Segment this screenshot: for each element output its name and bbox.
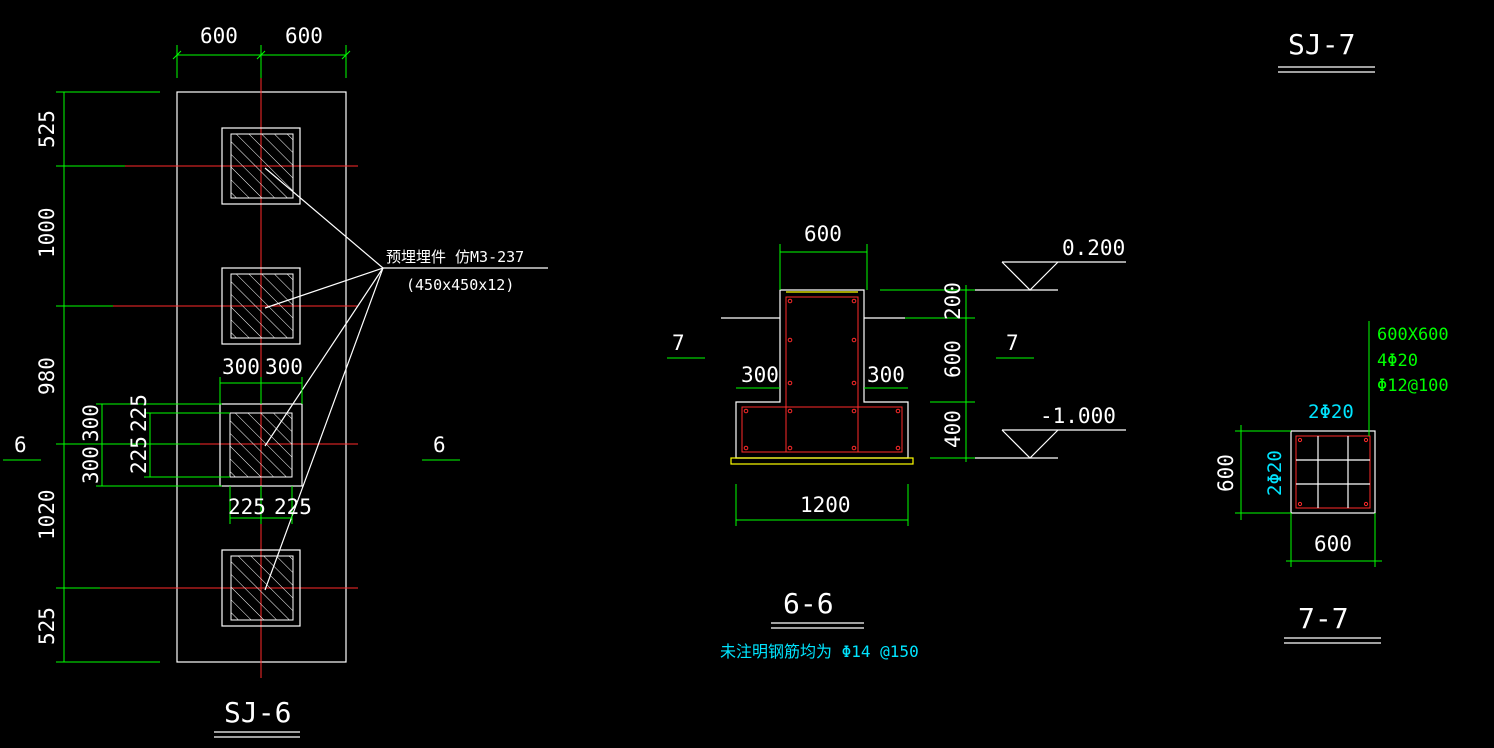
section-6-left-label: 6: [14, 433, 27, 457]
plate-callout-leaders: [264, 167, 548, 591]
section-7-left-label: 7: [672, 331, 685, 355]
embedded-plate: [219, 403, 303, 487]
sj6-dim-plate-top-right: 300: [265, 355, 303, 379]
sj7-title: SJ-7: [1288, 28, 1355, 61]
sj6-inner-dimension-chain: [96, 403, 230, 487]
sj6-dim-inner-4: 225: [127, 436, 151, 474]
column-stirrups-label: Φ12@100: [1377, 376, 1449, 396]
column-size-label: 600X600: [1377, 325, 1449, 345]
sj6-dim-plate-top-left: 300: [222, 355, 260, 379]
sj6-dim-top-right: 600: [285, 24, 323, 48]
elevation-mark-bottom: [975, 429, 1126, 459]
sj6-dim-inner-1: 300: [79, 404, 103, 442]
column-dim-bottom: 600: [1314, 532, 1352, 556]
lean-concrete-layer: [730, 457, 914, 465]
sj6-plan: 预埋埋件 仿M3-237 (450x450x12) 600 600 525 10…: [3, 24, 548, 738]
section-6-6-title: 6-6: [783, 587, 834, 620]
section-6-6-vertical-dimension: [880, 285, 975, 462]
column-side-bars-label: 2Φ20: [1264, 450, 1286, 496]
sj6-title: SJ-6: [224, 696, 291, 729]
sj6-dim-plate-bottom-left: 225: [228, 495, 266, 519]
section-6-6-dim-top: 600: [804, 222, 842, 246]
rebar-dots: [743, 298, 901, 451]
section-6-6-dim-vert-1: 200: [941, 282, 965, 320]
sj6-dim-left-3: 980: [35, 357, 59, 395]
sj6-dim-left-2: 1000: [35, 207, 59, 258]
section-6-6-dim-bottom: 1200: [800, 493, 851, 517]
sj6-dim-top-left: 600: [200, 24, 238, 48]
section-6-6-dim-right: 300: [867, 363, 905, 387]
elevation-mark-top: [975, 261, 1126, 291]
column-dim-left: 600: [1214, 454, 1238, 492]
sj6-dim-left-4: 1020: [35, 489, 59, 540]
sj6-dim-plate-bottom-right: 225: [274, 495, 312, 519]
section-6-6-bottom-dimension: [735, 484, 909, 526]
sj6-dim-left-5: 525: [35, 607, 59, 645]
section-6-6-dim-left: 300: [741, 363, 779, 387]
column-section-outline: [1290, 430, 1376, 514]
sj6-dim-inner-3: 225: [127, 394, 151, 432]
sj6-plate-dimension: [219, 377, 303, 524]
section-6-6-dim-vert-2: 600: [941, 340, 965, 378]
section-7-7-title: 7-7: [1298, 602, 1349, 635]
sj6-dim-left-1: 525: [35, 110, 59, 148]
elevation-bottom-label: -1.000: [1040, 404, 1116, 428]
column-top-bars-label: 2Φ20: [1308, 401, 1354, 423]
sj6-left-dimension-chain: [56, 91, 160, 663]
column-bottom-dimension: [1286, 513, 1382, 567]
embedded-plate: [221, 127, 301, 205]
section-6-right-label: 6: [433, 433, 446, 457]
section-6-6-note: 未注明钢筋均为 Φ14 @150: [720, 642, 919, 661]
section-6-6-top-dimension: [779, 244, 868, 290]
elevation-top-label: 0.200: [1062, 236, 1125, 260]
section-6-6-dim-vert-3: 400: [941, 410, 965, 448]
section-7-right-label: 7: [1006, 331, 1019, 355]
section-6-6: 600 300 300 1200 200 600 400: [667, 222, 1126, 661]
embedded-plate: [221, 267, 301, 345]
column-rebar-cage: [1295, 435, 1371, 509]
column-left-dimension: [1235, 425, 1291, 520]
sj6-dim-inner-2: 300: [79, 446, 103, 484]
plate-callout-size: (450x450x12): [406, 276, 514, 294]
embedded-plate: [221, 549, 301, 627]
sj7-group: SJ-7 600X600 4Φ20 Φ12@100 2Φ20 2Φ20 600: [1214, 28, 1449, 644]
sj6-top-dimension: [172, 45, 351, 78]
plate-callout-name: 预埋埋件 仿M3-237: [386, 248, 524, 266]
column-rebar-grid: [1296, 436, 1370, 508]
column-main-bars-label: 4Φ20: [1377, 351, 1418, 371]
